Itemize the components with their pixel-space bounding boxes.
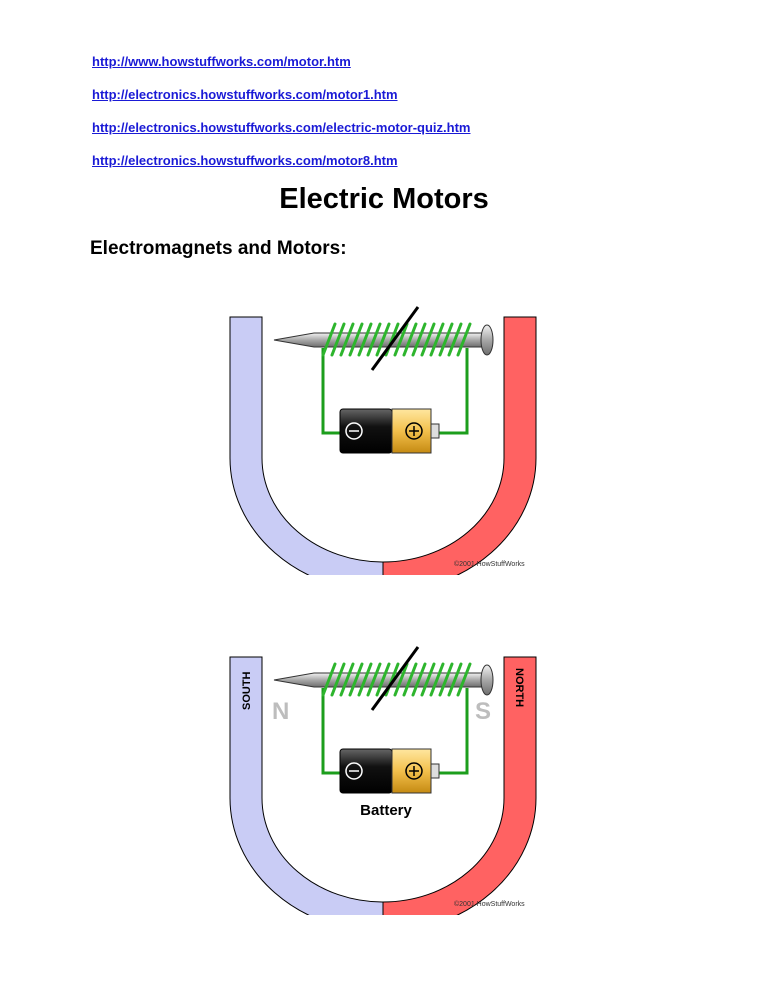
nail-head	[480, 324, 494, 356]
north-label: NORTH	[513, 668, 525, 707]
link-motor8[interactable]: http://electronics.howstuffworks.com/mot…	[92, 153, 398, 168]
coil-break-slash	[370, 306, 420, 371]
pole-s-label: S	[475, 698, 491, 725]
minus-icon	[345, 762, 363, 780]
pole-n-label: N	[272, 698, 289, 725]
north-magnet-shape	[382, 316, 537, 575]
wire-right	[435, 348, 469, 435]
link-motor[interactable]: http://www.howstuffworks.com/motor.htm	[92, 54, 351, 69]
electromagnet-diagram-1: ©2001 HowStuffWorks	[229, 306, 537, 575]
coil	[321, 322, 472, 357]
plus-icon	[405, 422, 423, 440]
battery-label: Battery	[360, 802, 412, 819]
coil-break-slash	[370, 646, 420, 711]
south-label: SOUTH	[241, 671, 253, 710]
copyright-1: ©2001 HowStuffWorks	[454, 560, 525, 568]
link-electric-motor-quiz[interactable]: http://electronics.howstuffworks.com/ele…	[92, 120, 471, 135]
wire-left	[321, 348, 340, 435]
south-magnet-shape	[229, 316, 384, 575]
electromagnet-diagram-2: SOUTH NORTH N S Battery ©2001 HowStuffWo…	[229, 646, 537, 915]
page-title: Electric Motors	[279, 183, 489, 215]
battery-terminal	[430, 423, 440, 439]
south-magnet-shape	[229, 656, 384, 915]
copyright-2: ©2001 HowStuffWorks	[454, 900, 525, 908]
wire-right	[435, 688, 469, 775]
battery-negative-half	[339, 748, 393, 794]
coil	[321, 662, 472, 697]
nail-head	[480, 664, 494, 696]
section-heading: Electromagnets and Motors:	[90, 238, 347, 259]
plus-icon	[405, 762, 423, 780]
north-magnet-shape	[382, 656, 537, 915]
wire-left	[321, 688, 340, 775]
battery-negative-half	[339, 408, 393, 454]
battery-terminal	[430, 763, 440, 779]
link-motor1[interactable]: http://electronics.howstuffworks.com/mot…	[92, 87, 398, 102]
minus-icon	[345, 422, 363, 440]
